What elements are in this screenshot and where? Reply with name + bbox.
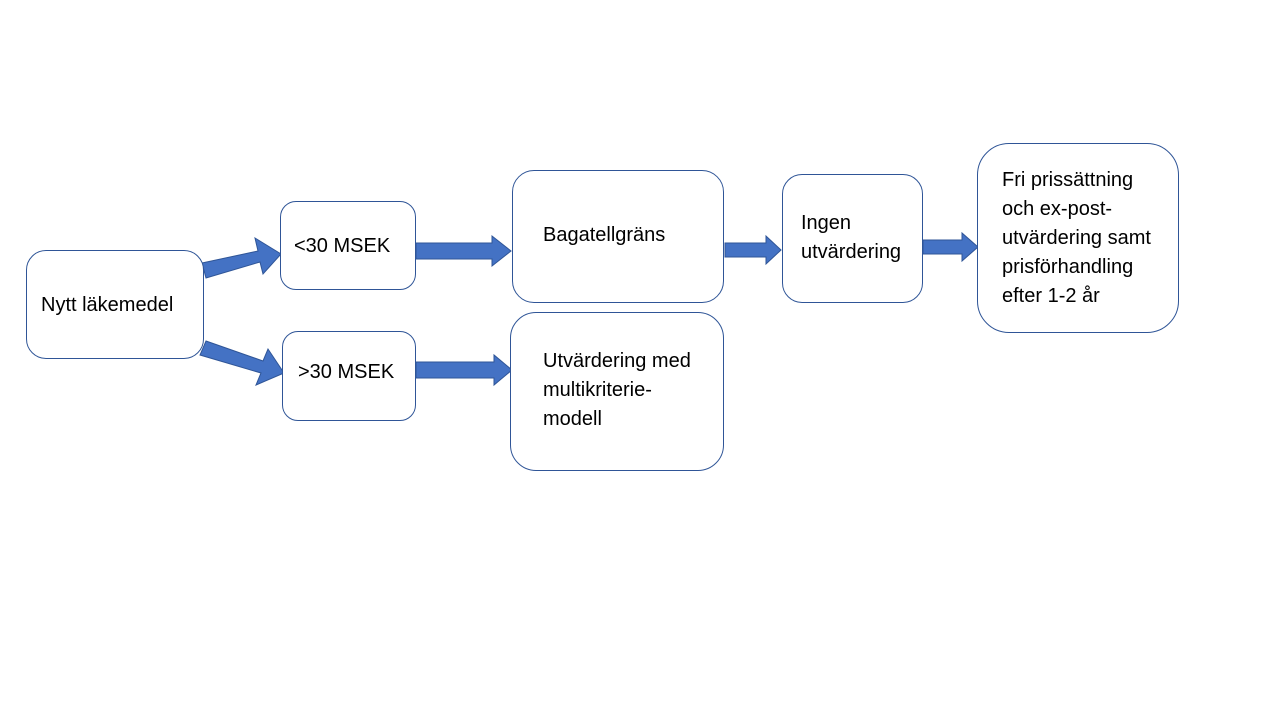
arrow-nytt-to-lt30 (201, 236, 282, 279)
arrow-nytt-to-gt30 (199, 340, 285, 386)
arrow-gt30-to-utvardering (415, 353, 513, 387)
arrow-bagatell-to-ingen (724, 234, 782, 266)
node-fri-prissattning-label: Fri prissättning och ex-post- utvärderin… (1002, 169, 1151, 307)
node-under-30-msek-label: <30 MSEK (294, 235, 391, 257)
node-bagatellgrans-label: Bagatellgräns (543, 224, 666, 246)
node-bagatellgrans: Bagatellgräns (512, 170, 724, 303)
node-ingen-utvardering: Ingen utvärdering (782, 174, 923, 303)
node-nytt-lakemedel-label: Nytt läkemedel (41, 294, 174, 316)
node-over-30-msek-label: >30 MSEK (298, 361, 395, 383)
node-ingen-utvardering-label: Ingen utvärdering (801, 212, 902, 263)
node-nytt-lakemedel: Nytt läkemedel (26, 250, 204, 359)
node-fri-prissattning: Fri prissättning och ex-post- utvärderin… (977, 143, 1179, 333)
node-under-30-msek: <30 MSEK (280, 201, 416, 290)
arrow-ingen-to-fri (922, 231, 979, 263)
node-utvardering-multikriterie: Utvärdering med multikriterie- modell (510, 312, 724, 471)
node-utvardering-multikriterie-label: Utvärdering med multikriterie- modell (543, 350, 691, 430)
node-over-30-msek: >30 MSEK (282, 331, 416, 421)
arrow-lt30-to-bagatell (415, 234, 512, 268)
